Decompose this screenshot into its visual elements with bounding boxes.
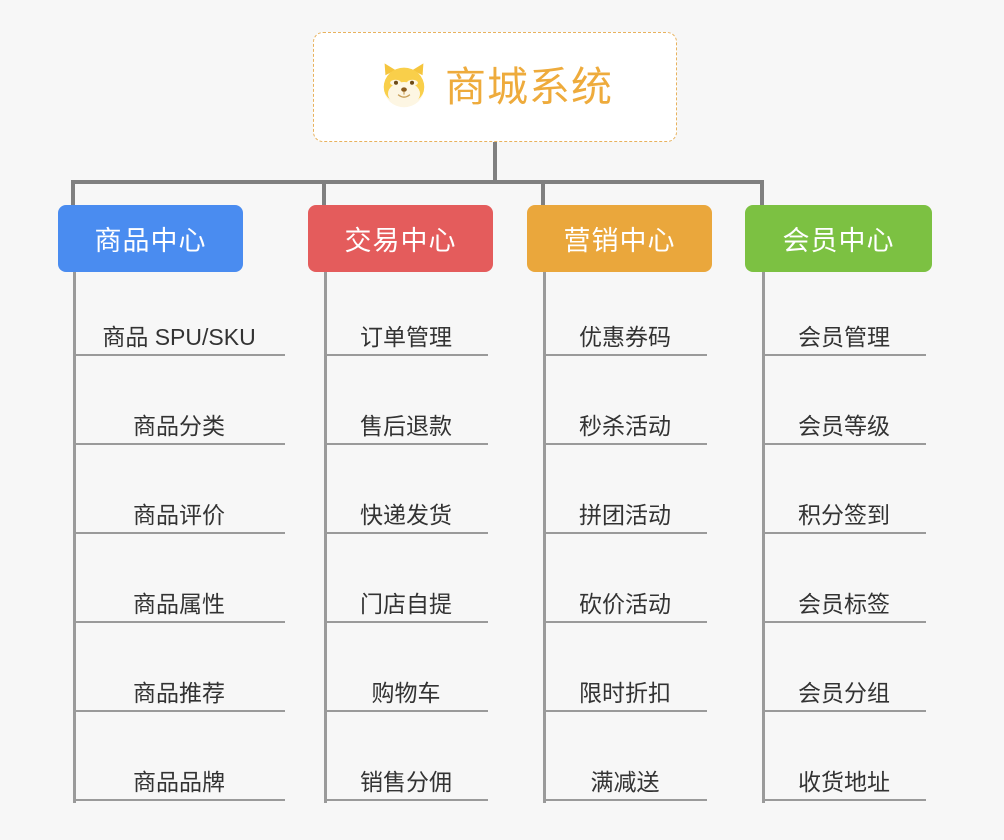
branch-spine-product-center bbox=[73, 272, 76, 803]
leaf-item[interactable]: 商品品牌 bbox=[73, 755, 285, 801]
leaf-item[interactable]: 商品分类 bbox=[73, 399, 285, 445]
leaf-item-label: 优惠券码 bbox=[579, 323, 671, 350]
leaf-item[interactable]: 商品属性 bbox=[73, 577, 285, 623]
leaf-item-label: 订单管理 bbox=[360, 323, 452, 350]
leaf-item-label: 商品属性 bbox=[133, 590, 225, 617]
leaf-item-label: 满减送 bbox=[590, 768, 660, 795]
connector-drop-member-center bbox=[760, 180, 764, 205]
leaf-item-label: 拼团活动 bbox=[579, 501, 671, 528]
leaf-item[interactable]: 收货地址 bbox=[762, 755, 926, 801]
leaf-item-label: 门店自提 bbox=[360, 590, 452, 617]
leaf-item-label: 商品分类 bbox=[133, 412, 225, 439]
branch-header-trade-center[interactable]: 交易中心 bbox=[308, 205, 493, 272]
leaf-item-label: 售后退款 bbox=[360, 412, 452, 439]
leaf-item-label: 商品推荐 bbox=[133, 679, 225, 706]
leaf-item[interactable]: 秒杀活动 bbox=[543, 399, 707, 445]
leaf-item[interactable]: 商品 SPU/SKU bbox=[73, 310, 285, 356]
branch-spine-trade-center bbox=[324, 272, 327, 803]
branch-header-member-center[interactable]: 会员中心 bbox=[745, 205, 932, 272]
leaf-item[interactable]: 积分签到 bbox=[762, 488, 926, 534]
leaf-item-label: 积分签到 bbox=[798, 501, 890, 528]
branch-spine-marketing-center bbox=[543, 272, 546, 803]
branch-spine-member-center bbox=[762, 272, 765, 803]
branch-header-marketing-center[interactable]: 营销中心 bbox=[527, 205, 712, 272]
leaf-item[interactable]: 优惠券码 bbox=[543, 310, 707, 356]
leaf-item-label: 商品 SPU/SKU bbox=[102, 323, 256, 350]
leaf-item[interactable]: 限时折扣 bbox=[543, 666, 707, 712]
connector-drop-trade-center bbox=[322, 180, 326, 205]
leaf-item-label: 会员管理 bbox=[798, 323, 890, 350]
branch-header-label: 会员中心 bbox=[782, 226, 895, 256]
branch-header-label: 商品中心 bbox=[94, 226, 207, 256]
root-node[interactable]: 商城系统 bbox=[313, 32, 677, 142]
leaf-item[interactable]: 快递发货 bbox=[324, 488, 488, 534]
leaf-item[interactable]: 门店自提 bbox=[324, 577, 488, 623]
leaf-item-label: 会员标签 bbox=[798, 590, 890, 617]
leaf-item[interactable]: 销售分佣 bbox=[324, 755, 488, 801]
leaf-item[interactable]: 商品评价 bbox=[73, 488, 285, 534]
connector-horizontal-bar bbox=[71, 180, 764, 184]
leaf-item-label: 砍价活动 bbox=[579, 590, 671, 617]
leaf-item[interactable]: 商品推荐 bbox=[73, 666, 285, 712]
leaf-item[interactable]: 购物车 bbox=[324, 666, 488, 712]
branch-header-label: 营销中心 bbox=[563, 226, 676, 256]
connector-drop-marketing-center bbox=[541, 180, 545, 205]
leaf-item-label: 会员分组 bbox=[798, 679, 890, 706]
leaf-item-label: 限时折扣 bbox=[579, 679, 671, 706]
leaf-item-label: 销售分佣 bbox=[360, 768, 452, 795]
leaf-item[interactable]: 砍价活动 bbox=[543, 577, 707, 623]
leaf-item-label: 秒杀活动 bbox=[579, 412, 671, 439]
leaf-item[interactable]: 会员分组 bbox=[762, 666, 926, 712]
leaf-item[interactable]: 会员管理 bbox=[762, 310, 926, 356]
leaf-item[interactable]: 拼团活动 bbox=[543, 488, 707, 534]
leaf-item[interactable]: 售后退款 bbox=[324, 399, 488, 445]
leaf-item[interactable]: 订单管理 bbox=[324, 310, 488, 356]
leaf-item[interactable]: 会员等级 bbox=[762, 399, 926, 445]
connector-root-stem bbox=[493, 142, 497, 184]
connector-drop-product-center bbox=[71, 180, 75, 205]
leaf-item-label: 商品品牌 bbox=[133, 768, 225, 795]
branch-header-label: 交易中心 bbox=[344, 226, 457, 256]
leaf-item-label: 快递发货 bbox=[360, 501, 452, 528]
leaf-item-label: 收货地址 bbox=[798, 768, 890, 795]
leaf-item[interactable]: 满减送 bbox=[543, 755, 707, 801]
root-title: 商城系统 bbox=[445, 63, 613, 110]
branch-header-product-center[interactable]: 商品中心 bbox=[58, 205, 243, 272]
shiba-dog-face-icon bbox=[383, 63, 425, 108]
leaf-item-label: 会员等级 bbox=[798, 412, 890, 439]
leaf-item[interactable]: 会员标签 bbox=[762, 577, 926, 623]
leaf-item-label: 商品评价 bbox=[133, 501, 225, 528]
leaf-item-label: 购物车 bbox=[371, 679, 441, 706]
